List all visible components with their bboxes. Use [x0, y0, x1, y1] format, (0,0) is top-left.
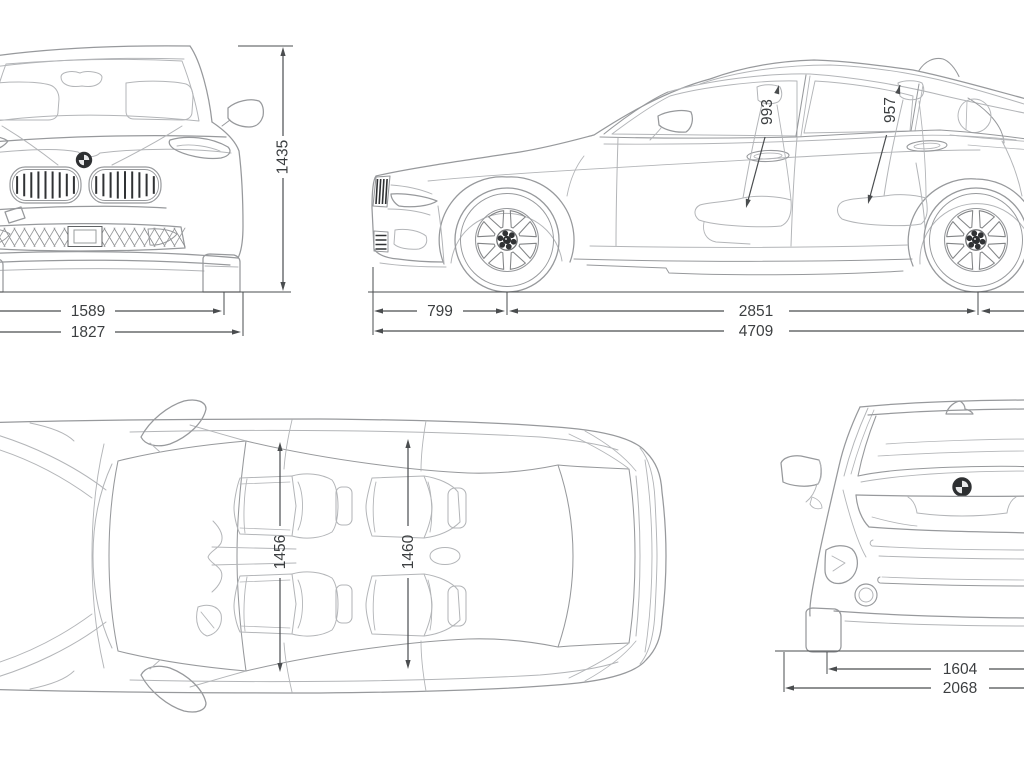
svg-text:1827: 1827 [71, 324, 105, 341]
svg-text:2851: 2851 [739, 303, 773, 320]
svg-text:4709: 4709 [739, 323, 773, 340]
svg-text:1460: 1460 [400, 534, 417, 569]
svg-text:957: 957 [882, 97, 899, 123]
svg-text:1435: 1435 [275, 140, 292, 174]
svg-text:799: 799 [427, 303, 453, 320]
svg-text:1589: 1589 [71, 303, 105, 320]
svg-text:1604: 1604 [943, 661, 978, 678]
svg-text:2068: 2068 [943, 680, 977, 697]
svg-text:1456: 1456 [272, 535, 289, 569]
svg-text:993: 993 [759, 99, 776, 125]
